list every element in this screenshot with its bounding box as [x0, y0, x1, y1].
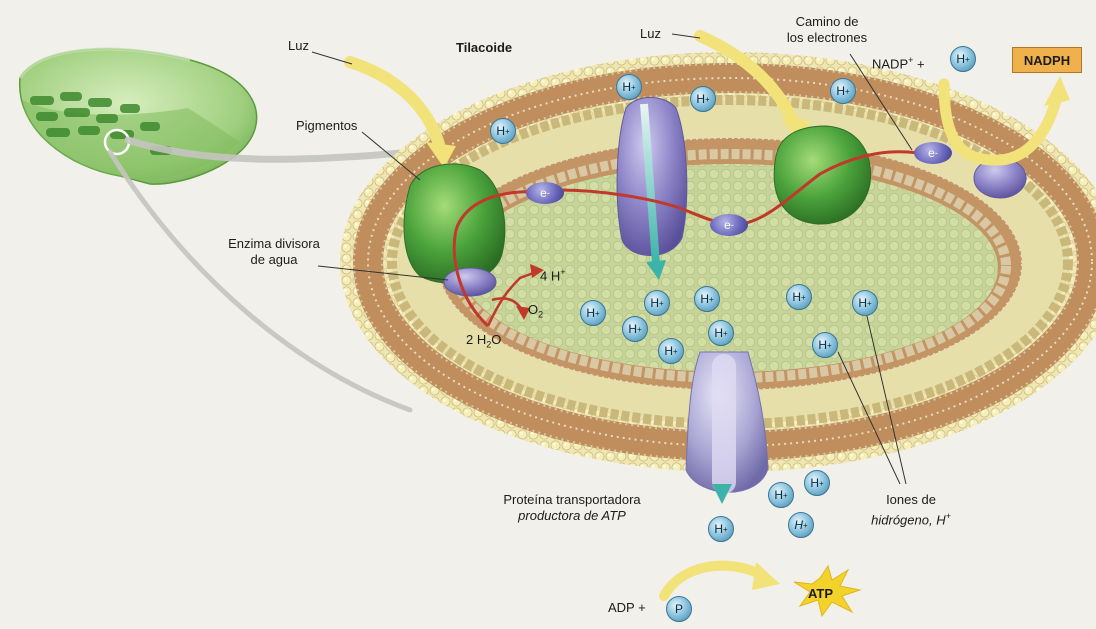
- camino-electrones-label: Camino de los electrones: [782, 14, 872, 46]
- adp-label: ADP +: [608, 600, 646, 616]
- camino-line2: los electrones: [782, 30, 872, 46]
- chloroplast: [20, 49, 257, 184]
- luz-right-label: Luz: [640, 26, 661, 42]
- camino-line1: Camino de: [782, 14, 872, 30]
- enzima-label: Enzima divisora de agua: [204, 236, 344, 268]
- hydrogen-ion: H+: [644, 290, 670, 316]
- nadph-box: NADPH: [1012, 47, 1082, 73]
- iones-label: Iones de hidrógeno, H+: [856, 492, 966, 528]
- photosystem-i: [774, 126, 870, 224]
- iones-line1: Iones de: [856, 492, 966, 508]
- enzima-line1: Enzima divisora: [204, 236, 344, 252]
- hydrogen-ion: H+: [812, 332, 838, 358]
- hydrogen-ion: H+: [622, 316, 648, 342]
- electron-carrier-3: e-: [914, 142, 952, 164]
- hydrogen-ion: H+: [852, 290, 878, 316]
- enzima-line2: de agua: [204, 252, 344, 268]
- proteina-line1: Proteína transportadora: [474, 492, 670, 508]
- hydrogen-ion: H+: [830, 78, 856, 104]
- hydrogen-ion: H+: [580, 300, 606, 326]
- hydrogen-ion: H+: [950, 46, 976, 72]
- proteina-label: Proteína transportadora productora de AT…: [474, 492, 670, 524]
- electron-carrier-1: e-: [526, 182, 564, 204]
- hydrogen-ion: H+: [690, 86, 716, 112]
- four-h-label: 4 H+: [540, 264, 566, 284]
- oxygen-label: O2: [528, 302, 543, 323]
- water-splitting-enzyme: [444, 268, 496, 296]
- hydrogen-ion: H+: [786, 284, 812, 310]
- hydrogen-ion: H+: [708, 320, 734, 346]
- tilacoide-label: Tilacoide: [456, 40, 512, 56]
- hydrogen-ion: H+: [490, 118, 516, 144]
- hydrogen-ion: H+: [768, 482, 794, 508]
- hydrogen-ion: H+: [694, 286, 720, 312]
- atp-label: ATP: [808, 586, 833, 602]
- nadp-label: NADP+ +: [872, 52, 925, 72]
- hydrogen-ion: H+: [804, 470, 830, 496]
- phosphate-circle: P: [666, 596, 692, 622]
- electron-carrier-2: e-: [710, 214, 748, 236]
- water-label: 2 H2O: [466, 332, 501, 353]
- pigmentos-label: Pigmentos: [296, 118, 357, 134]
- proteina-line2: productora de ATP: [474, 508, 670, 524]
- hydrogen-ion: H+: [616, 74, 642, 100]
- luz-left-label: Luz: [288, 38, 309, 54]
- hydrogen-ion: H+: [788, 512, 814, 538]
- hydrogen-ion: H+: [708, 516, 734, 542]
- hydrogen-ion: H+: [658, 338, 684, 364]
- adp-atp-arrow: [664, 566, 764, 596]
